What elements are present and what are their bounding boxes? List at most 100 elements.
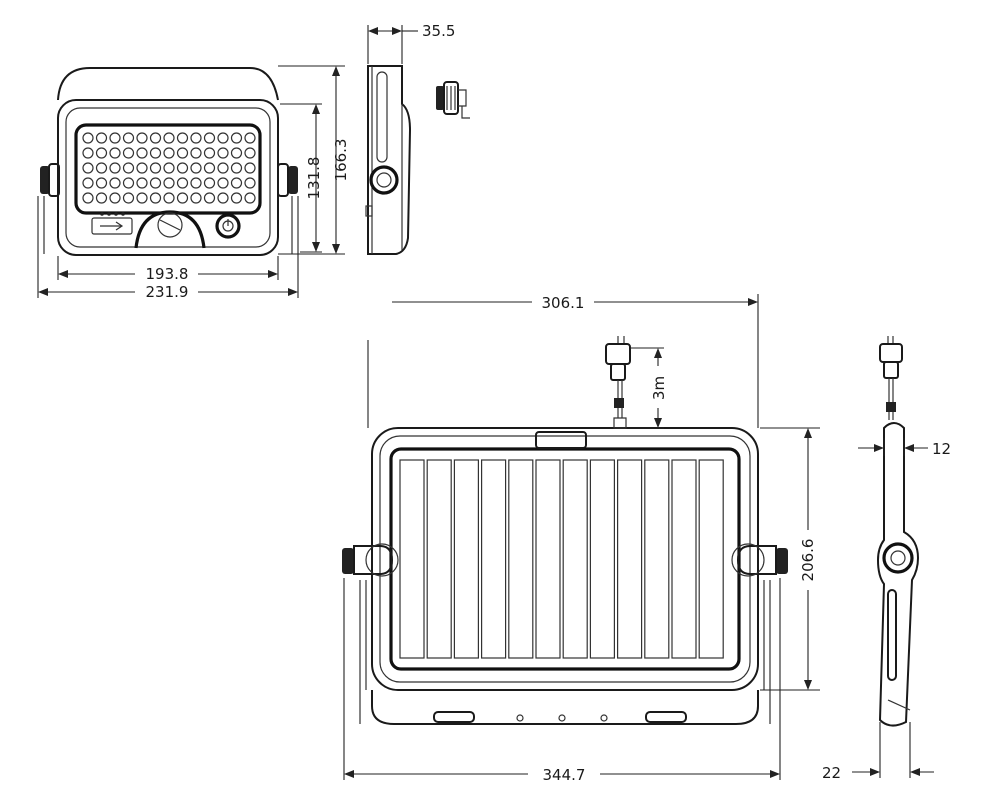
dim-depth-top: 35.5 [422,22,455,40]
led [176,162,189,174]
led [109,147,121,159]
solar-panel-front-view [342,336,788,725]
led [149,177,162,189]
led [136,177,148,189]
led [109,132,121,144]
led [163,192,175,204]
cable-clip [535,431,587,449]
led [244,192,256,204]
led [203,162,216,174]
led [203,177,216,189]
led [217,132,229,144]
led [136,147,148,159]
led [203,147,216,159]
dim-width-inner-front: 193.8 [146,265,189,283]
panel-left-knob [342,543,399,577]
led [82,162,94,174]
dim-height-outer: 166.3 [332,139,350,182]
dim-panel-thickness: 12 [932,440,951,458]
dim-height-inner: 131.8 [305,157,323,200]
power-button-icon [215,213,241,239]
led [163,177,175,189]
dim-panel-width: 306.1 [542,294,585,312]
led [149,162,162,174]
led [217,177,229,189]
solar-cell [589,459,616,659]
led [122,147,135,159]
led [190,162,202,174]
led [217,147,229,159]
led [203,192,216,204]
led [82,192,94,204]
solar-cell [453,459,479,659]
led [149,147,162,159]
led [149,132,162,144]
panel-dimensions: 306.1 3m 206.6 344.7 [343,294,820,784]
led [230,162,243,174]
led [217,192,229,204]
led [95,162,108,174]
led [95,132,108,144]
led [136,192,148,204]
motion-sensor [134,210,206,249]
led [203,132,216,144]
connector-detail-icon [436,81,470,119]
led [82,147,94,159]
led [95,147,108,159]
solar-cell [671,459,697,659]
led [190,147,202,159]
solar-panel-side-view [876,336,920,727]
left-knob [40,163,60,197]
dim-width-outer-front: 231.9 [146,283,189,301]
side-view-dimension: 35.5 [367,22,455,64]
solar-cells [399,459,724,659]
led [176,132,189,144]
led [217,162,229,174]
led [190,132,202,144]
dim-panel-height: 206.6 [799,539,817,582]
right-knob [277,163,298,197]
solar-cell [426,459,452,659]
led-array [82,132,256,204]
panel-side-dimensions: 12 22 [822,438,951,782]
led [244,162,256,174]
solar-cell [399,459,425,659]
led [149,192,162,204]
led [244,132,256,144]
led [230,132,243,144]
solar-cell [698,459,724,659]
lamp-side-view [365,65,412,255]
dim-cable-length: 3m [650,376,668,400]
battery-indicator [91,212,133,235]
led [163,147,175,159]
dim-panel-width-bracket: 344.7 [543,766,586,784]
solar-cell [616,459,643,659]
led [109,177,121,189]
led [230,192,243,204]
side-cable-connector [879,336,903,420]
led [190,177,202,189]
led [136,162,148,174]
solar-cell [481,459,507,659]
led [176,192,189,204]
led [136,132,148,144]
lamp-front-view [40,67,298,256]
panel-right-knob [731,543,788,577]
led [163,162,175,174]
solar-cell [644,459,670,659]
led [230,177,243,189]
front-view-dimensions: 166.3 131.8 193.8 231.9 [37,65,350,301]
led [230,147,243,159]
led [122,177,135,189]
led [122,192,135,204]
led [95,177,108,189]
solar-cells-area [389,447,741,671]
led [95,192,108,204]
led [176,147,189,159]
solar-cell [562,459,588,659]
led [122,132,135,144]
led [109,162,121,174]
solar-cell [508,459,534,659]
led [176,177,189,189]
